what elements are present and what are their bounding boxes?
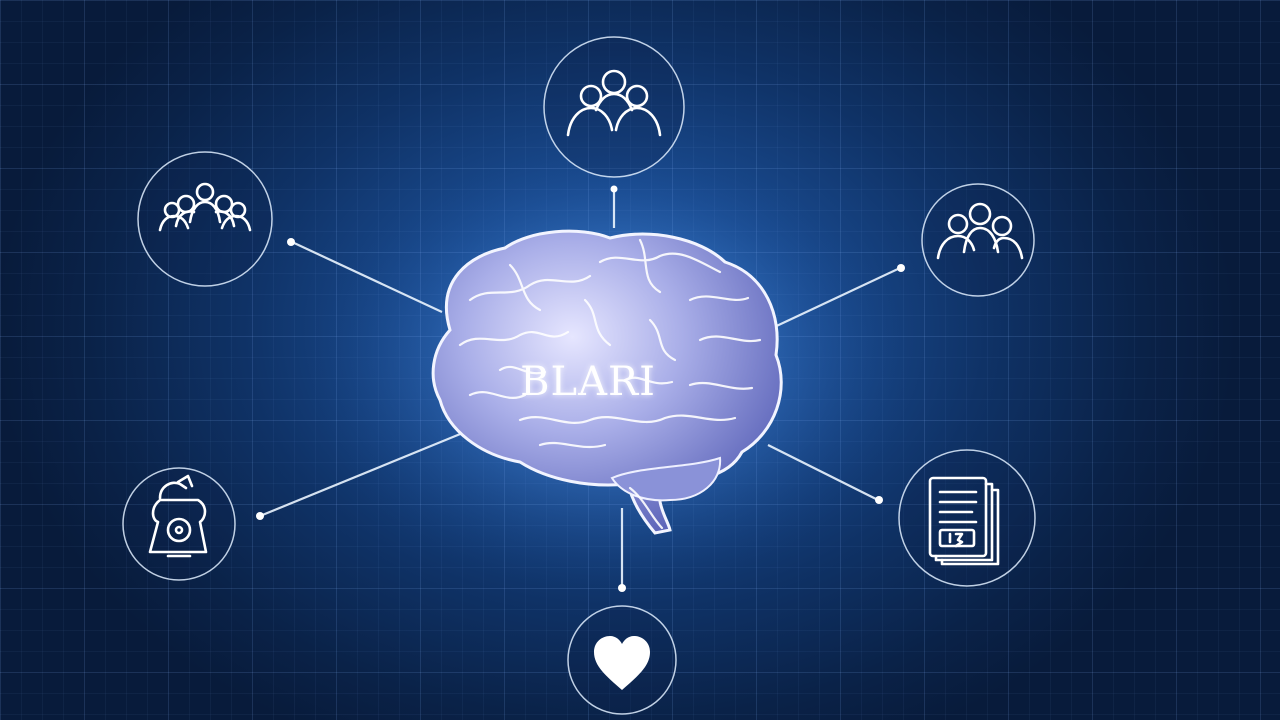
connector-upper-left (291, 241, 443, 313)
connector-dot (897, 264, 905, 272)
document-stack-icon (928, 476, 1000, 566)
telephone-icon (148, 474, 208, 558)
brain-folds (458, 238, 762, 530)
node-ring (137, 151, 273, 287)
node-ring (921, 183, 1035, 297)
connector-lower-left (259, 428, 471, 518)
node-top[interactable] (543, 36, 685, 178)
connector-dot (256, 512, 264, 520)
node-bottom[interactable] (567, 605, 677, 715)
heart-icon (594, 636, 650, 690)
team-people-icon (936, 202, 1024, 260)
node-lower-right[interactable] (898, 449, 1036, 587)
node-lower-left[interactable] (122, 467, 236, 581)
brain-outline (431, 229, 783, 535)
crowd-people-icon (158, 182, 252, 232)
connector-dot (287, 238, 295, 246)
node-ring (543, 36, 685, 178)
group-people-icon (566, 69, 662, 137)
connectors (256, 185, 905, 592)
brain-illustration: BLARI BLARI (431, 229, 783, 535)
brain-label: BLARI (520, 359, 656, 405)
connector-dot (875, 496, 883, 504)
node-upper-left[interactable] (137, 151, 273, 287)
connector-upper-right (767, 267, 901, 331)
node-upper-right[interactable] (921, 183, 1035, 297)
node-ring (898, 449, 1036, 587)
connector-lower-right (767, 444, 879, 501)
brain-label-glow: BLARI (520, 359, 656, 405)
connector-dot (618, 584, 626, 592)
connector-dot (610, 185, 618, 193)
